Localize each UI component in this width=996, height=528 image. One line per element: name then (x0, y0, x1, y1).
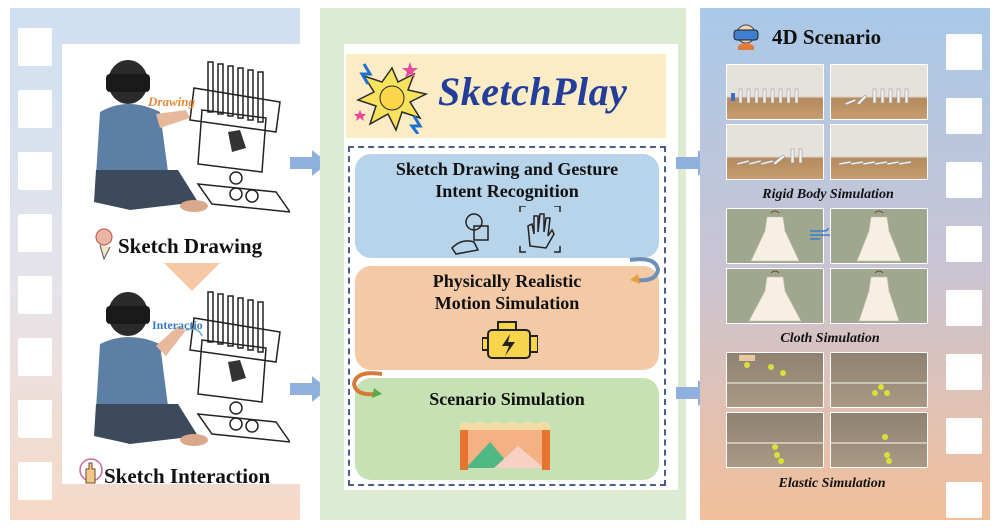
pipeline-dashed-box (348, 146, 666, 486)
rigid-body-frame-1 (726, 64, 824, 120)
cloth-frame-2 (830, 208, 928, 264)
right-film-strip (938, 8, 990, 520)
stage2-line1: Physically Realistic (432, 271, 582, 291)
gesture-hand-icon (519, 206, 561, 253)
stage1-line2: Intent Recognition (435, 181, 579, 201)
stage-sketch-recognition: Sketch Drawing and Gesture Intent Recogn… (355, 154, 659, 258)
drawing-tag: Drawing (148, 94, 195, 109)
person-torso (96, 104, 168, 176)
elastic-frame-3 (726, 412, 824, 468)
cloth-label: Cloth Simulation (780, 331, 880, 346)
person-arm (156, 110, 190, 128)
stage1-line1: Sketch Drawing and Gesture (395, 159, 619, 179)
landscape-icon (460, 422, 550, 470)
scenario-title: 4D Scenario (772, 25, 882, 49)
stage2-line2: Motion Simulation (434, 293, 580, 313)
cloth-frame-4 (830, 268, 928, 324)
rigid-body-frame-2 (830, 64, 928, 120)
elastic-frame-2 (830, 352, 928, 408)
rigid-body-label: Rigid Body Simulation (762, 187, 894, 202)
loop-arrow-icon (351, 371, 383, 398)
sketch-drawing-label: Sketch Drawing (118, 234, 263, 258)
app-title: SketchPlay (438, 69, 628, 114)
elastic-label: Elastic Simulation (778, 476, 886, 491)
engine-icon (482, 321, 538, 359)
loop-arrow-icon (629, 257, 661, 284)
down-triangle-arrow (164, 263, 220, 291)
person-legs (94, 170, 198, 210)
elastic-frame-1 (726, 352, 824, 408)
cloth-frame-1 (726, 208, 824, 264)
sketch-hand-icon (451, 213, 489, 255)
sketch-drawing-icon (95, 228, 113, 261)
elastic-frame-4 (830, 412, 928, 468)
drawing-scene-illustration (94, 60, 290, 213)
arrow-right-icon (290, 150, 328, 176)
hand-gesture-icon (79, 458, 103, 484)
vr-headset (106, 74, 150, 92)
domino-sketch (189, 61, 290, 213)
interaction-tag: Interactio (152, 318, 203, 332)
wind-icon (810, 227, 832, 240)
cloth-frame-3 (726, 268, 824, 324)
interaction-scene-illustration (94, 291, 290, 446)
arrow-right-icon (290, 376, 328, 402)
explosion-logo-icon (354, 62, 429, 134)
stage3-label: Scenario Simulation (429, 389, 585, 409)
vr-headset-icon (733, 24, 759, 50)
rigid-body-frame-3 (726, 124, 824, 180)
sketch-interaction-label: Sketch Interaction (104, 464, 271, 488)
rigid-body-frame-4 (830, 124, 928, 180)
left-film-strip (10, 8, 60, 520)
